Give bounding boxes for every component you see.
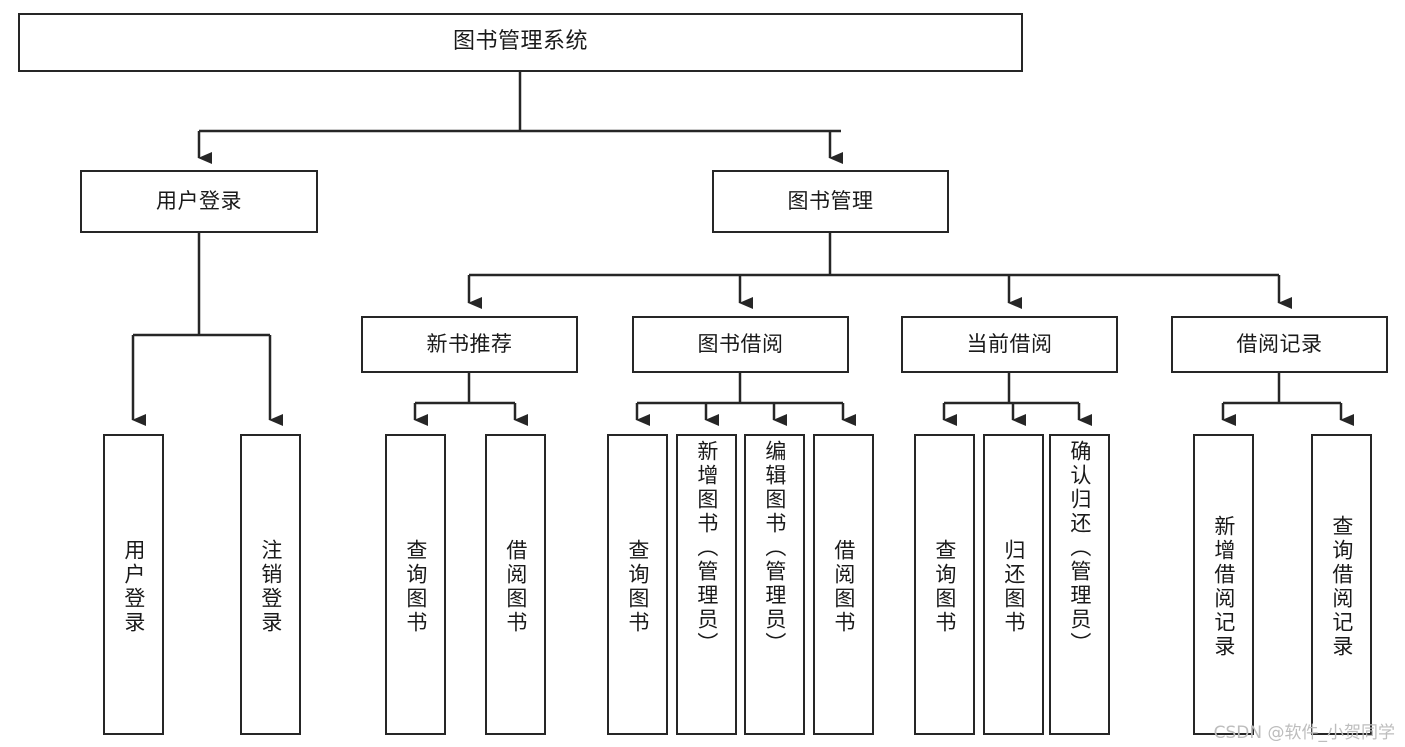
- leaf-book-borrow-add-book-admin[interactable]: 新增图书（管理员）: [676, 434, 737, 735]
- leaf-book-borrow-edit-book-admin[interactable]: 编辑图书（管理员）: [744, 434, 805, 735]
- leaf-user-login-login[interactable]: 用户登录: [103, 434, 164, 735]
- node-book-borrow[interactable]: 图书借阅: [632, 316, 849, 373]
- node-label: 查询借阅记录: [1329, 514, 1354, 659]
- node-label: 新增图书（管理员）: [694, 440, 719, 656]
- node-label: 注销登录: [258, 538, 283, 635]
- node-label: 查询图书: [932, 538, 957, 635]
- node-label: 确认归还（管理员）: [1067, 440, 1092, 656]
- node-label: 查询图书: [403, 538, 428, 635]
- node-user-login[interactable]: 用户登录: [80, 170, 318, 233]
- leaf-current-borrow-return-book[interactable]: 归还图书: [983, 434, 1044, 735]
- node-label: 借阅图书: [503, 538, 528, 635]
- node-new-book-recommend[interactable]: 新书推荐: [361, 316, 578, 373]
- node-label: 用户登录: [156, 188, 242, 213]
- node-label: 编辑图书（管理员）: [762, 440, 787, 656]
- watermark-text: CSDN @软件_小贺同学: [1213, 723, 1395, 743]
- node-current-borrow[interactable]: 当前借阅: [901, 316, 1118, 373]
- node-label: 当前借阅: [966, 331, 1053, 356]
- node-label: 借阅图书: [831, 538, 856, 635]
- leaf-book-borrow-query-book[interactable]: 查询图书: [607, 434, 668, 735]
- leaf-current-borrow-query-book[interactable]: 查询图书: [914, 434, 975, 735]
- node-label: 借阅记录: [1236, 331, 1323, 356]
- leaf-book-borrow-borrow-book[interactable]: 借阅图书: [813, 434, 874, 735]
- node-label: 用户登录: [121, 538, 146, 635]
- leaf-current-borrow-confirm-return-admin[interactable]: 确认归还（管理员）: [1049, 434, 1110, 735]
- node-label: 归还图书: [1001, 538, 1026, 635]
- node-label: 图书管理系统: [452, 29, 588, 55]
- leaf-borrow-record-add-record[interactable]: 新增借阅记录: [1193, 434, 1254, 735]
- leaf-new-book-query-book[interactable]: 查询图书: [385, 434, 446, 735]
- node-label: 查询图书: [625, 538, 650, 635]
- node-root-book-management-system[interactable]: 图书管理系统: [18, 13, 1023, 72]
- node-borrow-record[interactable]: 借阅记录: [1171, 316, 1388, 373]
- node-label: 图书管理: [787, 188, 874, 213]
- leaf-new-book-borrow-book[interactable]: 借阅图书: [485, 434, 546, 735]
- node-label: 图书借阅: [697, 331, 784, 356]
- node-label: 新增借阅记录: [1211, 514, 1236, 659]
- leaf-borrow-record-query-record[interactable]: 查询借阅记录: [1311, 434, 1372, 735]
- leaf-user-login-logout[interactable]: 注销登录: [240, 434, 301, 735]
- node-book-management[interactable]: 图书管理: [712, 170, 949, 233]
- node-label: 新书推荐: [426, 331, 513, 356]
